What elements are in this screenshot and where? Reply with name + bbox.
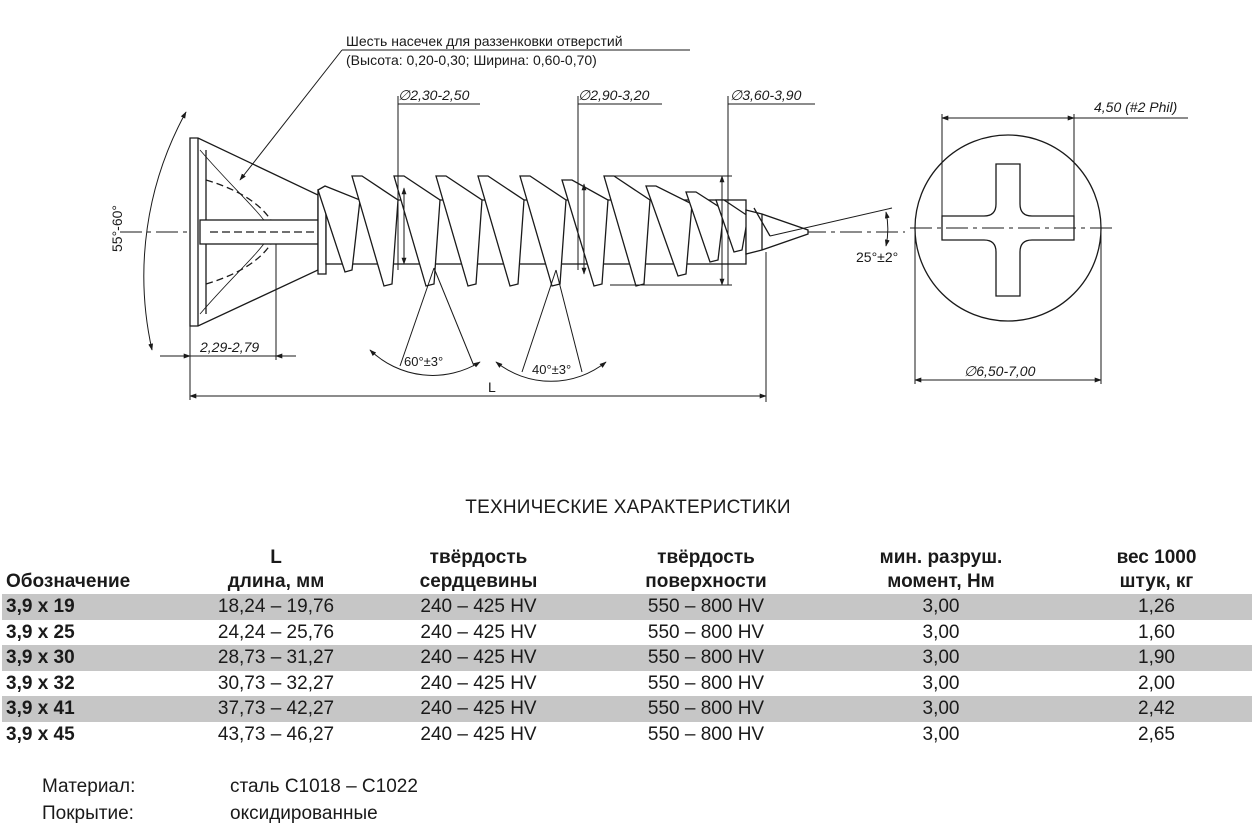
cell-designation: 3,9 х 45: [6, 723, 75, 745]
cell-weight: 1,26: [1061, 594, 1252, 620]
table-row: 3,9 х 25 24,24 – 25,76 240 – 425 HV 550 …: [2, 620, 1252, 646]
cell-length: 28,73 – 31,27: [186, 645, 366, 671]
cell-core-hardness: 240 – 425 HV: [366, 594, 591, 620]
cell-torque: 3,00: [922, 723, 960, 745]
head-height-dimension: [160, 244, 296, 400]
cell-length: 30,73 – 32,27: [217, 672, 335, 694]
cell-weight: 1,90: [1061, 645, 1252, 671]
material-info: Материал: сталь С1018 – С1022 Покрытие: …: [42, 773, 418, 827]
head-top-view: [910, 134, 1112, 322]
cell-designation: 3,9 х 25: [6, 621, 75, 643]
cell-core-hardness: 240 – 425 HV: [420, 672, 537, 694]
cell-length: 24,24 – 25,76: [217, 621, 335, 643]
cell-surface-hardness: 550 – 800 HV: [647, 672, 765, 694]
head-angle-arc: [143, 111, 187, 351]
material-value: сталь С1018 – С1022: [230, 776, 418, 797]
thread-angle-2-label: 40°±3°: [532, 362, 571, 377]
header-designation: Обозначение: [6, 571, 131, 592]
major-diameter-label: ∅3,60-3,90: [730, 87, 802, 103]
core-diameter-label: ∅2,30-2,50: [398, 87, 470, 103]
cell-torque: 3,00: [821, 594, 1061, 620]
cell-torque: 3,00: [922, 621, 960, 643]
cell-length: 37,73 – 42,27: [186, 696, 366, 722]
table-row: 3,9 х 45 43,73 – 46,27 240 – 425 HV 550 …: [2, 722, 1252, 748]
material-row: Материал: сталь С1018 – С1022: [42, 773, 418, 800]
coating-row: Покрытие: оксидированные: [42, 800, 418, 827]
specs-title: ТЕХНИЧЕСКИЕ ХАРАКТЕРИСТИКИ: [465, 497, 791, 518]
screw-point: [745, 207, 809, 255]
notch-note-line2: (Высота: 0,20-0,30; Ширина: 0,60-0,70): [346, 52, 597, 68]
notch-note-line1: Шесть насечек для раззенковки отверстий: [346, 33, 623, 49]
cell-designation: 3,9 х 30: [2, 645, 186, 671]
cell-weight: 2,65: [1138, 723, 1175, 745]
cell-core-hardness: 240 – 425 HV: [366, 696, 591, 722]
head-diameter-label: ∅6,50-7,00: [964, 363, 1036, 379]
length-label: L: [488, 379, 496, 395]
cell-weight: 1,60: [1138, 621, 1175, 643]
thread-angle-1-label: 60°±3°: [404, 354, 443, 369]
cell-torque: 3,00: [821, 696, 1061, 722]
head-height-label: 2,29-2,79: [199, 339, 259, 355]
thread-angle-2-dimension: [495, 269, 607, 382]
cell-surface-hardness: 550 – 800 HV: [591, 645, 821, 671]
cell-surface-hardness: 550 – 800 HV: [591, 594, 821, 620]
cell-torque: 3,00: [922, 672, 960, 694]
cell-designation: 3,9 х 41: [2, 696, 186, 722]
cell-surface-hardness: 550 – 800 HV: [647, 621, 765, 643]
cell-length: 18,24 – 19,76: [186, 594, 366, 620]
cell-designation: 3,9 х 32: [6, 672, 75, 694]
diameter-dimensions: [397, 96, 815, 286]
material-label: Материал:: [42, 776, 136, 797]
screw-head: [189, 137, 327, 327]
screw-technical-drawing: ∅2,30-2,50 ∅2,90-3,20 ∅3,60-3,90 Шесть н…: [109, 33, 1188, 402]
cell-torque: 3,00: [821, 645, 1061, 671]
cell-designation: 3,9 х 19: [2, 594, 186, 620]
cell-surface-hardness: 550 – 800 HV: [647, 723, 765, 745]
notch-note-leader: [239, 49, 690, 181]
cell-core-hardness: 240 – 425 HV: [366, 645, 591, 671]
cell-core-hardness: 240 – 425 HV: [420, 621, 537, 643]
cell-weight: 2,00: [1138, 672, 1175, 694]
head-angle-label: 55°-60°: [109, 205, 125, 252]
cell-surface-hardness: 550 – 800 HV: [591, 696, 821, 722]
length-dimension: [189, 252, 767, 402]
table-row: 3,9 х 30 28,73 – 31,27 240 – 425 HV 550 …: [2, 645, 1252, 671]
cell-length: 43,73 – 46,27: [217, 723, 335, 745]
header-torque: мин. разруш.момент, Нм: [879, 547, 1003, 592]
table-row: 3,9 х 19 18,24 – 19,76 240 – 425 HV 550 …: [2, 594, 1252, 620]
coating-value: оксидированные: [230, 803, 378, 824]
head-diameter-dimension: [914, 228, 1102, 384]
point-angle-dimension: [769, 207, 893, 247]
cell-core-hardness: 240 – 425 HV: [420, 723, 537, 745]
cell-weight: 2,42: [1061, 696, 1252, 722]
table-row: 3,9 х 32 30,73 – 32,27 240 – 425 HV 550 …: [2, 671, 1252, 697]
point-angle-label: 25°±2°: [856, 249, 898, 265]
minor-diameter-label: ∅2,90-3,20: [578, 87, 650, 103]
recess-width-dimension: [941, 114, 1188, 216]
recess-width-label: 4,50 (#2 Phil): [1094, 99, 1177, 115]
table-row: 3,9 х 41 37,73 – 42,27 240 – 425 HV 550 …: [2, 696, 1252, 722]
thread-angle-1-dimension: [369, 267, 481, 376]
coating-label: Покрытие:: [42, 803, 134, 824]
